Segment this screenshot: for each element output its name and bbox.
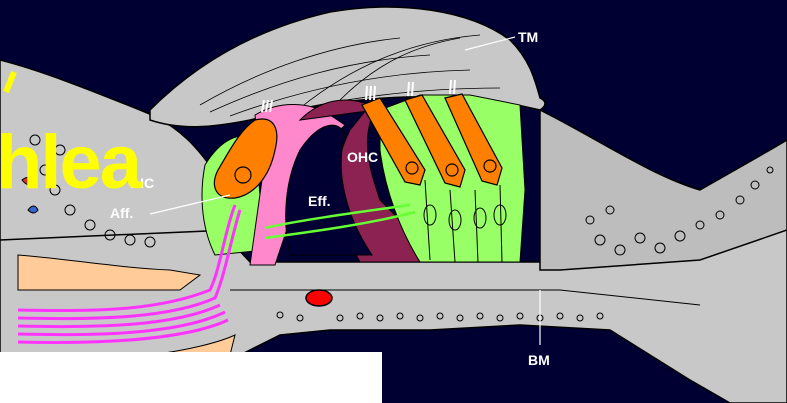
label-ohc: OHC: [347, 149, 378, 165]
label-tm: TM: [518, 29, 538, 45]
label-bm: BM: [528, 352, 550, 368]
label-eff: Eff.: [308, 193, 331, 209]
blood-vessel: [306, 290, 332, 306]
title-overlay: hlea: [0, 120, 143, 205]
overlay-panel: [0, 352, 382, 403]
label-aff: Aff.: [110, 205, 133, 221]
